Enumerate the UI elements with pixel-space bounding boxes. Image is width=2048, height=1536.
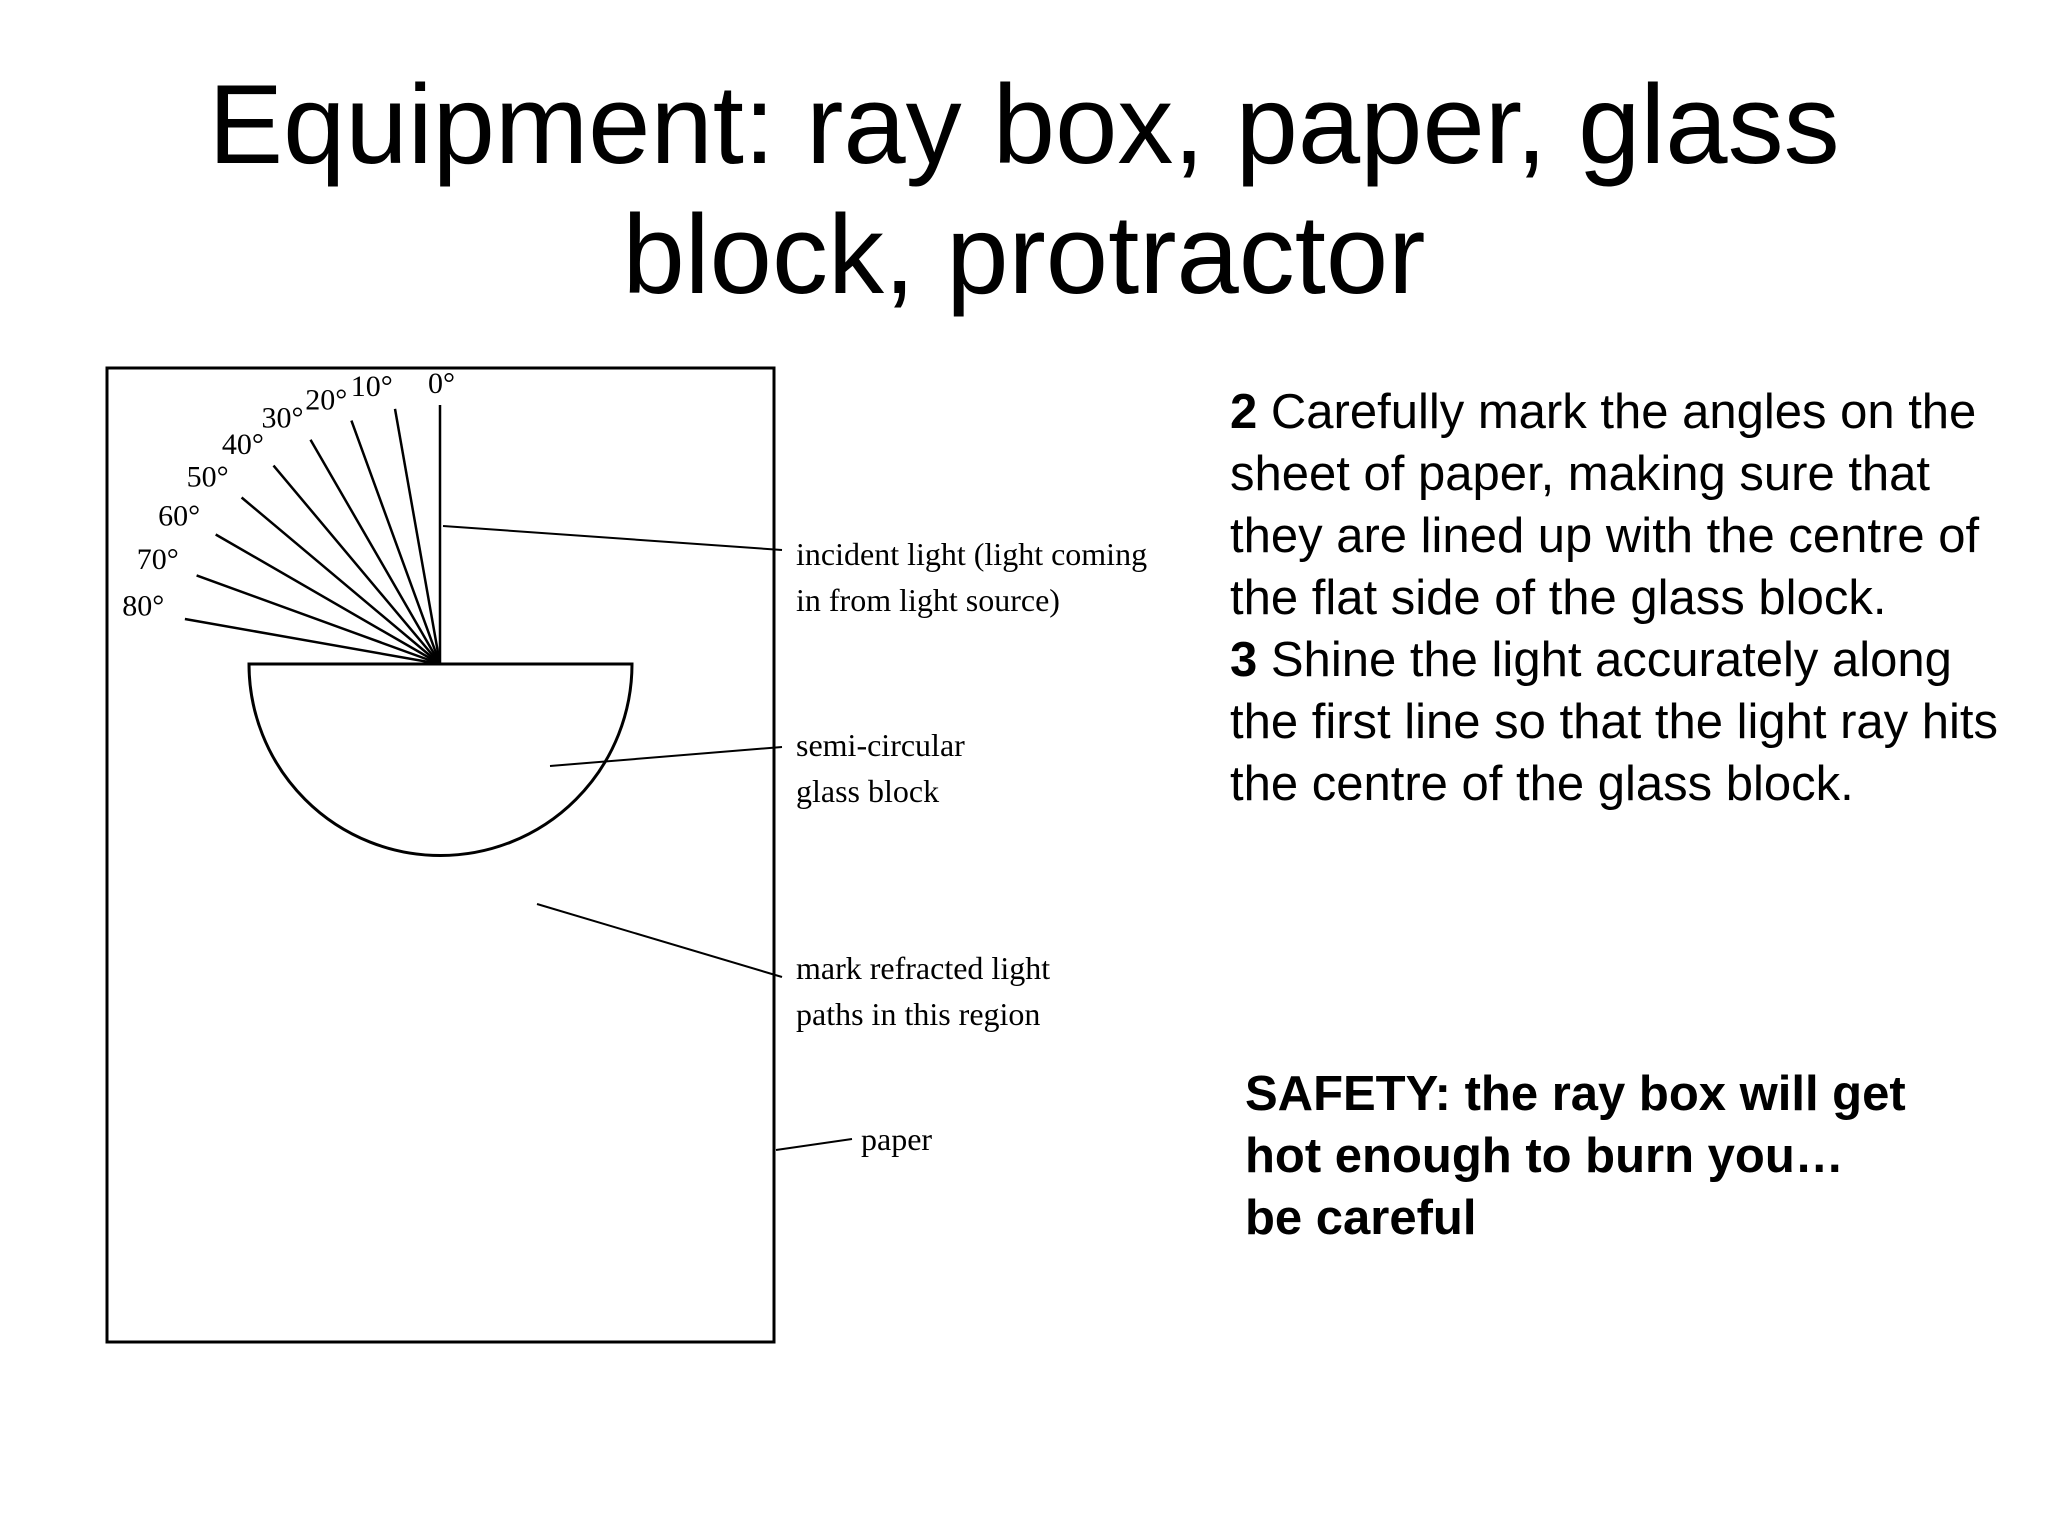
angle-ray-50 bbox=[240, 496, 441, 665]
angle-ray-60 bbox=[215, 533, 441, 666]
angle-label-50: 50° bbox=[187, 461, 229, 494]
callout-refracted-region: mark refracted light paths in this regio… bbox=[536, 903, 1050, 1032]
angle-ray-80 bbox=[184, 617, 441, 666]
angle-ray-40 bbox=[272, 464, 441, 665]
callout-incident-light: incident light (light coming in from lig… bbox=[442, 525, 1147, 618]
callout-glass-block: semi-circular glass block bbox=[549, 727, 965, 809]
paper-sheet bbox=[105, 366, 776, 1344]
safety-line-3: be careful bbox=[1245, 1191, 1477, 1245]
angle-ray-70 bbox=[196, 574, 441, 666]
instructions: 2 Carefully mark the angles on the sheet… bbox=[1230, 381, 2020, 815]
angle-label-20: 20° bbox=[305, 383, 347, 416]
callout-block-line-1: semi-circular bbox=[796, 727, 965, 763]
step-2: 2 Carefully mark the angles on the sheet… bbox=[1230, 381, 2020, 629]
step-3-number: 3 bbox=[1230, 633, 1258, 687]
semi-circular-glass-block bbox=[247, 662, 634, 857]
callout-paper-label: paper bbox=[861, 1121, 932, 1157]
slide-title-line-1: Equipment: ray box, paper, glass bbox=[208, 62, 1840, 187]
angle-label-80: 80° bbox=[122, 589, 164, 622]
callout-incident-line-1: incident light (light coming bbox=[796, 536, 1147, 572]
angle-label-40: 40° bbox=[222, 428, 264, 461]
step-2-number: 2 bbox=[1230, 385, 1258, 439]
step-2-text: Carefully mark the angles on the sheet o… bbox=[1230, 385, 1980, 625]
angle-ray-10 bbox=[393, 408, 442, 665]
safety-line-2: hot enough to burn you… bbox=[1245, 1129, 1844, 1183]
angle-label-70: 70° bbox=[137, 543, 179, 576]
safety-line-1: SAFETY: the ray box will get bbox=[1245, 1067, 1906, 1121]
step-3: 3 Shine the light accurately along the f… bbox=[1230, 629, 2020, 815]
angle-rays bbox=[184, 405, 442, 666]
callout-region-line-1: mark refracted light bbox=[796, 950, 1050, 986]
slide-title-line-2: block, protractor bbox=[622, 192, 1426, 317]
callout-incident-line-2: in from light source) bbox=[796, 582, 1060, 618]
leader-line-incident bbox=[442, 525, 783, 551]
callout-block-line-2: glass block bbox=[796, 773, 939, 809]
angle-label-10: 10° bbox=[351, 370, 393, 403]
angle-label-60: 60° bbox=[158, 500, 200, 533]
leader-line-region bbox=[536, 903, 783, 978]
callout-paper: paper bbox=[775, 1121, 932, 1157]
slide-title: Equipment: ray box, paper, glass block, … bbox=[0, 60, 2048, 320]
step-3-text: Shine the light accurately along the fir… bbox=[1230, 633, 1999, 811]
angle-label-30: 30° bbox=[262, 402, 304, 435]
callout-region-line-2: paths in this region bbox=[796, 996, 1040, 1032]
leader-line-paper bbox=[775, 1138, 853, 1151]
safety-warning: SAFETY: the ray box will get hot enough … bbox=[1245, 1063, 2025, 1249]
angle-ray-20 bbox=[350, 420, 442, 665]
angle-label-0: 0° bbox=[428, 367, 455, 400]
angle-ray-30 bbox=[309, 439, 442, 665]
angle-labels: 0° 10°20°30°40°50° 60° 70° 80° bbox=[122, 367, 455, 622]
leader-line-block bbox=[549, 746, 783, 767]
